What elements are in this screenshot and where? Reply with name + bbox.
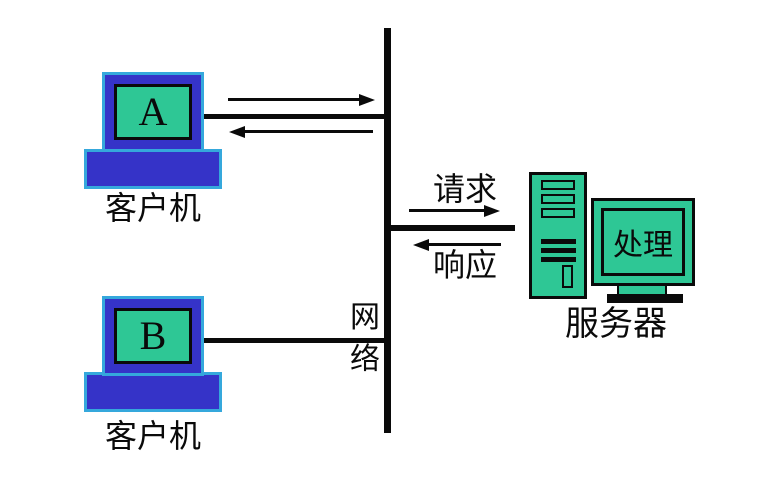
network-bus-line <box>384 28 391 433</box>
tower-vent-bar-icon <box>541 239 576 244</box>
client-b-monitor: B <box>102 296 204 376</box>
response-label: 响应 <box>432 247 497 283</box>
server-monitor: 处理 <box>591 198 695 286</box>
client-b-base <box>84 372 222 412</box>
tower-vent-bar-icon <box>541 257 576 262</box>
client-a-base <box>84 149 222 189</box>
tower-drive-icon <box>562 265 573 288</box>
tower-slot-icon <box>541 194 575 204</box>
client-a-network-link-line <box>203 114 387 119</box>
tower-slot-icon <box>541 208 575 218</box>
request-label: 请求 <box>432 171 497 207</box>
server-screen-label: 处理 <box>613 229 673 262</box>
client-b-network-link-line <box>203 338 387 343</box>
network-label-top: 网 <box>350 301 380 334</box>
client-a-screen-label: A <box>138 89 168 134</box>
tower-slot-icon <box>541 180 575 190</box>
network-server-link-line <box>391 225 515 231</box>
client-a-monitor: A <box>102 72 204 152</box>
request-arrow-icon <box>409 209 485 212</box>
client-a-caption: 客户机 <box>104 190 201 226</box>
network-to-client-a-arrow-icon <box>244 130 373 133</box>
client-b-screen: B <box>114 308 192 364</box>
server-monitor-base <box>607 294 683 303</box>
tower-vent-bar-icon <box>541 248 576 253</box>
client-a-to-network-arrow-icon <box>228 98 360 101</box>
client-a-screen: A <box>114 84 192 140</box>
client-b-caption: 客户机 <box>104 418 201 454</box>
network-label-bottom: 络 <box>350 343 380 376</box>
server-tower <box>529 172 587 299</box>
server-caption: 服务器 <box>565 306 667 343</box>
client-b-screen-label: B <box>139 313 167 358</box>
server-screen: 处理 <box>601 208 685 276</box>
server-monitor-stand <box>617 286 667 295</box>
response-arrow-icon <box>428 243 501 246</box>
